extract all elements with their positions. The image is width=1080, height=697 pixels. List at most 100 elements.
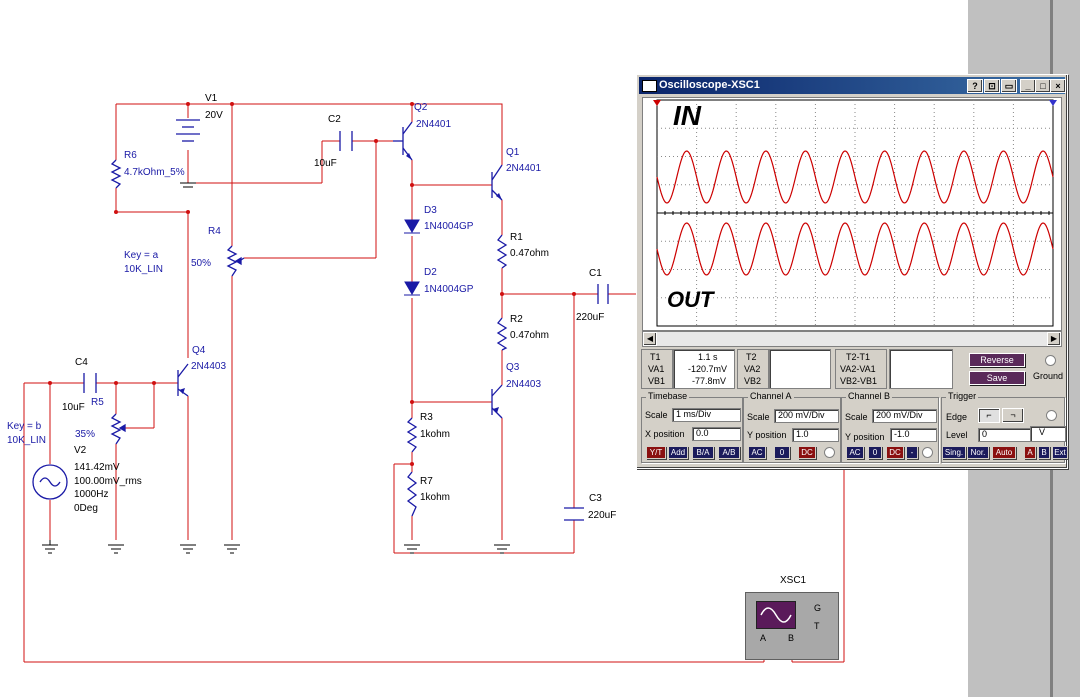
channel-b-scale-input[interactable]: 200 mV/Div	[872, 409, 937, 423]
save-button[interactable]: Save	[969, 371, 1025, 385]
timebase-group: Timebase Scale 1 ms/Div X position 0.0 Y…	[641, 391, 743, 463]
scope-display[interactable]: IN OUT	[642, 97, 1062, 331]
channel-a-group: Channel A Scale 200 mV/Div Y position 1.…	[743, 391, 841, 463]
cursor1-labels: T1 VA1 VB1	[641, 349, 673, 389]
scroll-right-icon[interactable]: ▶	[1047, 332, 1061, 346]
cursor2-marker	[1049, 100, 1057, 106]
resistor-r7-symbol[interactable]	[406, 471, 418, 517]
window-title: Oscilloscope-XSC1	[659, 79, 760, 91]
trigger-ext-button[interactable]: Ext	[1052, 446, 1068, 459]
capacitor-c2-symbol[interactable]	[339, 131, 353, 151]
channel-b-scale-label: Scale	[845, 412, 868, 422]
trigger-a-button[interactable]: A	[1024, 446, 1036, 459]
resistor-r6-symbol[interactable]	[110, 159, 122, 189]
q2-model: 2N4401	[416, 119, 451, 130]
ground-symbols	[42, 182, 510, 554]
maximize-button[interactable]: □	[1035, 79, 1051, 93]
channel-a-dc-button[interactable]: DC	[798, 446, 816, 459]
oscilloscope-titlebar[interactable]: Oscilloscope-XSC1 ? ⊡ ▭ _ □ ×	[639, 77, 1066, 94]
v2-label: V2	[74, 445, 87, 456]
c2-label: C2	[328, 114, 341, 125]
channel-a-zero-button[interactable]: 0	[774, 446, 790, 459]
ground-radio[interactable]	[1045, 355, 1056, 366]
scroll-left-icon[interactable]: ◀	[643, 332, 657, 346]
falling-edge-icon[interactable]: ¬	[1002, 408, 1024, 423]
r7-label: R7	[420, 476, 433, 487]
potentiometer-r4-symbol[interactable]	[226, 245, 245, 277]
normal-button[interactable]: Nor.	[967, 446, 989, 459]
level-input[interactable]: 0	[978, 428, 1031, 442]
r6-label: R6	[124, 150, 137, 161]
battery-v1-symbol[interactable]	[176, 119, 200, 142]
add-button[interactable]: Add	[668, 446, 688, 459]
channel-b-title: Channel B	[846, 391, 893, 401]
app-icon	[642, 80, 657, 92]
trigger-group: Trigger Edge ⌐ ¬ Level 0 V Sing. Nor. Au…	[941, 391, 1068, 463]
channel-b-radio[interactable]	[922, 447, 933, 458]
channel-a-ypos-input[interactable]: 1.0	[792, 428, 839, 442]
r4-key: Key = a	[124, 250, 159, 261]
channel-a-scale-input[interactable]: 200 mV/Div	[774, 409, 839, 423]
ab-button[interactable]: A/B	[718, 446, 740, 459]
delta-labels: T2-T1 VA2-VA1 VB2-VB1	[835, 349, 887, 389]
resistor-r1-symbol[interactable]	[496, 234, 508, 269]
diode-d2-symbol[interactable]	[404, 281, 420, 296]
timebase-scale-input[interactable]: 1 ms/Div	[672, 408, 741, 422]
cursor2-labels: T2 VA2 VB2	[737, 349, 769, 389]
r5-type: 10K_LIN	[7, 435, 46, 446]
level-unit-select[interactable]: V	[1030, 426, 1066, 442]
capacitor-c3-symbol[interactable]	[564, 507, 584, 521]
x-position-input[interactable]: 0.0	[692, 427, 741, 441]
ground-label: Ground	[1033, 371, 1064, 381]
v2-line3: 1000Hz	[74, 489, 108, 500]
oscilloscope-window[interactable]: Oscilloscope-XSC1 ? ⊡ ▭ _ □ × IN OUT ◀ ▶…	[636, 74, 1068, 469]
rising-edge-icon[interactable]: ⌐	[978, 408, 1000, 423]
auto-button[interactable]: Auto	[992, 446, 1016, 459]
transistor-q1-symbol[interactable]	[491, 164, 503, 201]
q1-emitter-arrow	[496, 193, 502, 200]
potentiometer-r5-symbol[interactable]	[110, 413, 126, 445]
channel-b-zero-button[interactable]: 0	[868, 446, 882, 459]
diode-d3-symbol[interactable]	[404, 219, 420, 234]
yt-button[interactable]: Y/T	[646, 446, 666, 459]
out-label: OUT	[667, 287, 714, 312]
r4-wiper: 50%	[191, 258, 211, 269]
reverse-button[interactable]: Reverse	[969, 353, 1025, 367]
close-button[interactable]: ×	[1050, 79, 1066, 93]
cursor1-marker	[653, 100, 661, 106]
single-button[interactable]: Sing.	[942, 446, 966, 459]
transistor-q3-symbol[interactable]	[491, 384, 503, 419]
channel-b-invert-button[interactable]: -	[906, 446, 918, 459]
source-v2-symbol[interactable]	[32, 464, 68, 500]
r6-value: 4.7kOhm_5%	[124, 167, 185, 178]
ba-button[interactable]: B/A	[692, 446, 714, 459]
pin-a-label: A	[760, 633, 767, 643]
scope-scrollbar[interactable]: ◀ ▶	[642, 331, 1062, 347]
trigger-radio[interactable]	[1046, 410, 1057, 421]
scope-screen-icon	[756, 601, 796, 629]
minimize-button[interactable]: _	[1020, 79, 1036, 93]
level-label: Level	[946, 430, 968, 440]
trigger-b-button[interactable]: B	[1038, 446, 1050, 459]
capacitor-c4-symbol[interactable]	[83, 373, 97, 393]
r1-value: 0.47ohm	[510, 248, 549, 259]
channel-b-dc-button[interactable]: DC	[886, 446, 904, 459]
r3-label: R3	[420, 412, 433, 423]
q4-label: Q4	[192, 345, 206, 356]
trigger-title: Trigger	[946, 391, 979, 401]
in-label: IN	[673, 100, 701, 131]
channel-b-ypos-input[interactable]: -1.0	[890, 428, 937, 442]
capacitor-c1-symbol[interactable]	[597, 284, 609, 304]
resistor-r2-symbol[interactable]	[496, 317, 508, 351]
channel-a-radio[interactable]	[824, 447, 835, 458]
channel-a-ac-button[interactable]: AC	[748, 446, 766, 459]
resistor-r3-symbol[interactable]	[406, 417, 418, 453]
help-button[interactable]: ?	[967, 79, 983, 93]
channel-a-scale-label: Scale	[747, 412, 770, 422]
restore-button[interactable]: ▭	[1001, 79, 1017, 93]
oscilloscope-instrument-xsc1[interactable]: G T A B	[745, 592, 839, 660]
channel-b-ac-button[interactable]: AC	[846, 446, 864, 459]
r7-value: 1kohm	[420, 492, 450, 503]
pin-button[interactable]: ⊡	[984, 79, 1000, 93]
